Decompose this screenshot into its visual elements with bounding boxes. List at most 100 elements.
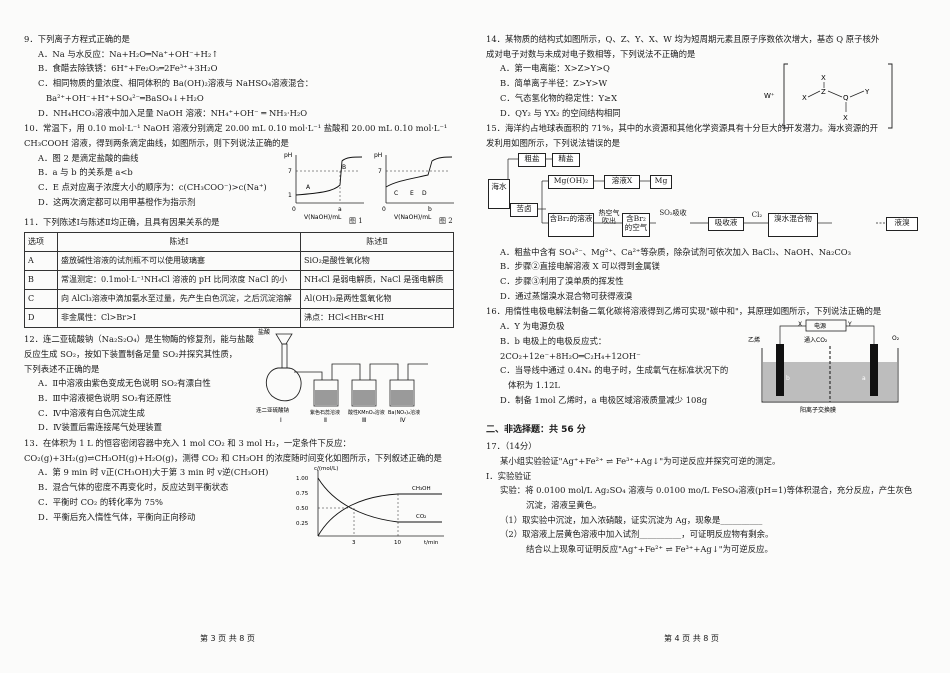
xtick-10: 10: [394, 540, 401, 546]
table-header: 选项: [24, 232, 58, 253]
q9-option-c-cont: Ba²⁺+OH⁻+H⁺+SO₄²⁻═BaSO₄↓+H₂O: [46, 92, 204, 103]
flow-solution-x: 溶液X: [604, 174, 640, 189]
co2-inlet-label: 通入CO₂: [804, 336, 828, 344]
q13-stem-2: CO₂(g)+3H₂(g)⇌CH₃OH(g)+H₂O(g)，测得 CO₂ 和 C…: [24, 452, 442, 463]
q12-option-a: A．Ⅱ中溶液由紫色变成无色说明 SO₂有漂白性: [38, 378, 211, 389]
question-15: 15．海洋约占地球表面积的 71%，其中的水资源和其他化学资源具有十分巨大的开发…: [486, 121, 926, 303]
roman-3: Ⅲ: [362, 417, 366, 424]
q13-option-a: A．第 9 min 时 v正(CH₃OH)大于第 3 min 时 v逆(CH₃O…: [38, 467, 269, 478]
table-header: 陈述Ⅰ: [57, 232, 301, 253]
table-row: C 向 AlCl₃溶液中滴加氨水至过量，先产生白色沉淀，之后沉淀溶解 Al(OH…: [24, 289, 454, 310]
ch3oh-curve: [317, 493, 442, 537]
q14-option-d: D．QY₂ 与 YX₂ 的空间结构相同: [500, 107, 621, 118]
fig2-b-mark: b: [428, 206, 432, 213]
membrane-label: 阳离子交换膜: [800, 406, 836, 414]
table-row: A 盛放碱性溶液的试剂瓶不可以使用玻璃塞 SiO₂是酸性氧化物: [24, 251, 454, 272]
co2-label: CO₂: [416, 514, 426, 520]
table-header: 陈述Ⅱ: [300, 232, 454, 253]
table-cell: SiO₂是酸性氧化物: [300, 251, 454, 272]
section-2-heading: 二、非选择题：共 56 分: [486, 425, 586, 436]
chart-ylabel: c/(mol/L): [314, 466, 338, 472]
fig2-caption: 图 2: [439, 217, 453, 226]
fig2-xlabel: V(NaOH)/mL: [394, 214, 432, 221]
q16-stem: 16．用惰性电极电解法制备二氧化碳将溶液得到乙烯可实现"碳中和"，其原理如图所示…: [486, 306, 882, 317]
table-row: D 非金属性：Cl>Br>I 沸点：HCl<HBr<HI: [24, 308, 454, 329]
q13-option-c: C．平衡时 CO₂ 的转化率为 75%: [38, 496, 164, 507]
ytick-05: 0.50: [296, 506, 309, 512]
q15-stem-2: 发利用如图所示，下列说法错误的是: [486, 137, 620, 148]
q15-option-b: B．步骤②直接电解溶液 X 可以得到金属镁: [500, 261, 660, 272]
flow-liquid-bromine: 液溴: [886, 216, 918, 231]
flow-bromine-solution: 含Br₂的溶液: [548, 212, 594, 237]
kmno4-label: 酸性KMnO₄溶液: [348, 409, 385, 416]
answer-blank-2[interactable]: __________: [639, 529, 682, 540]
flow-bromine-air: 含Br₂的空气: [622, 212, 650, 237]
q15-option-d: D．通过蒸馏溴水混合物可获得液溴: [500, 290, 633, 301]
atom-w: W⁺: [764, 92, 775, 100]
ytick-025: 0.25: [296, 521, 309, 527]
q15-stem: 15．海洋约占地球表面积的 71%，其中的水资源和其他化学资源具有十分巨大的开发…: [486, 123, 879, 134]
terminal-x: X: [798, 321, 802, 328]
q9-option-a: A．Na 与水反应：Na+H₂O═Na⁺+OH⁻+H₂↑: [38, 48, 219, 59]
ytick-1: 1.00: [296, 476, 309, 482]
flow-magnesium: Mg: [650, 174, 672, 189]
flow-crude-salt: 粗盐: [518, 152, 546, 167]
concentration-chart: c/(mol/L) 1.00 0.75 0.50 0.25 CH₃OH CO₂ …: [296, 466, 444, 546]
q15-option-c: C．步骤③利用了溴单质的挥发性: [500, 276, 624, 287]
q9-option-b: B．食醋去除铁锈：6H⁺+Fe₂O₃═2Fe³⁺+3H₂O: [38, 63, 218, 74]
atom-y: Y: [864, 88, 870, 96]
q12-option-c: C．Ⅳ中溶液有白色沉淀生成: [38, 407, 145, 418]
power-supply-label: 电源: [814, 322, 826, 330]
q14-stem-2: 成对电子对数与未成对电子数相等，下列说法不正确的是: [486, 48, 696, 59]
q12-stem: 12．连二亚硫酸钠（Na₂S₂O₄）是生物酶的修复剂，能与盐酸: [24, 334, 254, 345]
question-14: 14．某物质的结构式如图所示，Q、Z、Y、X、W 均为短周期元素且原子序数依次增…: [486, 32, 926, 129]
q10-stem-2: CH₃COOH 溶液，得到两条滴定曲线，如图所示，则下列说法正确的是: [24, 137, 289, 148]
q17-intro: 某小组实验验证"Ag⁺+Fe²⁺ ⇌ Fe³⁺+Ag↓"为可逆反应并探究可逆的测…: [500, 455, 781, 466]
q16-option-b: B．b 电极上的电极反应式：2CO₂+12e⁻+8H₂O═C₂H₄+12OH⁻: [500, 335, 641, 361]
fig1-origin: 0: [292, 206, 296, 213]
table-cell: 沸点：HCl<HBr<HI: [300, 308, 454, 329]
flow-seawater: 海水: [488, 178, 510, 209]
q17-title: 17．（14分）: [486, 441, 537, 452]
titration-figures: pH 7 1 A B 0 a V(NaOH)/mL pH 7: [284, 152, 454, 221]
table-cell: A: [24, 251, 58, 272]
table-cell: NH₄Cl 是弱电解质，NaCl 是强电解质: [300, 270, 454, 291]
flow-absorption-liquid: 吸收液: [708, 216, 744, 231]
q16-option-c: C．当导线中通过 0.4Nₐ 的电子时，生成氧气在标准状况下的: [500, 365, 729, 376]
hydrochloric-acid-label: 盐酸: [258, 328, 270, 336]
table-cell: D: [24, 308, 58, 329]
roman-1: Ⅰ: [280, 417, 282, 424]
table-row: B 常温测定：0.1mol·L⁻¹NH₄Cl 溶液的 pH 比同浓度 NaCl …: [24, 270, 454, 291]
answer-blank-1[interactable]: __________: [720, 514, 763, 525]
q15-option-a: A．粗盐中含有 SO₄²⁻、Mg²⁺、Ca²⁺等杂质，除杂试剂可依次加入 BaC…: [500, 246, 852, 257]
flow-bittern: 苦卤: [510, 202, 538, 217]
q14-option-c: C．气态氢化物的稳定性：Y≥X: [500, 92, 618, 103]
fig2-point-d: D: [422, 190, 427, 197]
barium-nitrate-label: Ba(NO₃)₂溶液: [388, 409, 420, 416]
question-9: 9．下列离子方程式正确的是 A．Na 与水反应：Na+H₂O═Na⁺+OH⁻+H…: [24, 32, 464, 120]
electrode-a-label: a: [862, 375, 866, 382]
q13-option-b: B．混合气体的密度不再变化时，反应达到平衡状态: [38, 482, 229, 493]
q16-option-a: A．Y 为电源负极: [500, 321, 565, 332]
q9-stem: 9．下列离子方程式正确的是: [24, 34, 130, 44]
q12-stem-2: 反应生成 SO₂，按如下装置制备足量 SO₂并探究其性质，: [24, 348, 238, 359]
fig2-ph-label: pH: [374, 152, 382, 159]
q17-sub-2: （2）取溶液上层黄色溶液中加入试剂__________，可证明反应物有剩余。: [486, 527, 926, 542]
q11-stem: 11．下列陈述Ⅰ与陈述Ⅱ均正确，且具有因果关系的是: [24, 217, 220, 228]
q9-option-c: C．相同物质的量浓度、相同体积的 Ba(OH)₂溶液与 NaHSO₄溶液混合：: [38, 78, 314, 89]
question-13: 13．在体积为 1 L 的恒容密闭容器中充入 1 mol CO₂ 和 3 mol…: [24, 436, 464, 546]
electrode-a: [870, 344, 878, 397]
right-page: 14．某物质的结构式如图所示，Q、Z、Y、X、W 均为短周期元素且原子序数依次增…: [486, 32, 926, 558]
electrode-b-label: b: [786, 375, 790, 382]
table-cell: B: [24, 270, 58, 291]
flow-bromine-water-mixture: 溴水混合物: [768, 212, 818, 237]
q9-option-d: D．NH₄HCO₃溶液中加入足量 NaOH 溶液：NH₄⁺+OH⁻ ═ NH₃·…: [38, 107, 308, 118]
left-page: 9．下列离子方程式正确的是 A．Na 与水反应：Na+H₂O═Na⁺+OH⁻+H…: [24, 32, 464, 546]
q17-part-1: Ⅰ．实验验证: [486, 470, 532, 481]
table-cell: 常温测定：0.1mol·L⁻¹NH₄Cl 溶液的 pH 比同浓度 NaCl 的小: [57, 270, 301, 291]
flow-hot-air: 热空气吹出: [598, 208, 620, 226]
q17-experiment: 实验：将 0.0100 mol/L Ag₂SO₄ 溶液与 0.0100 mo/L…: [500, 485, 913, 496]
q10-option-c: C．E 点对应离子浓度大小的顺序为：c(CH₃COO⁻)>c(Na⁺): [38, 182, 267, 193]
flow-refined-salt: 精盐: [552, 152, 580, 167]
